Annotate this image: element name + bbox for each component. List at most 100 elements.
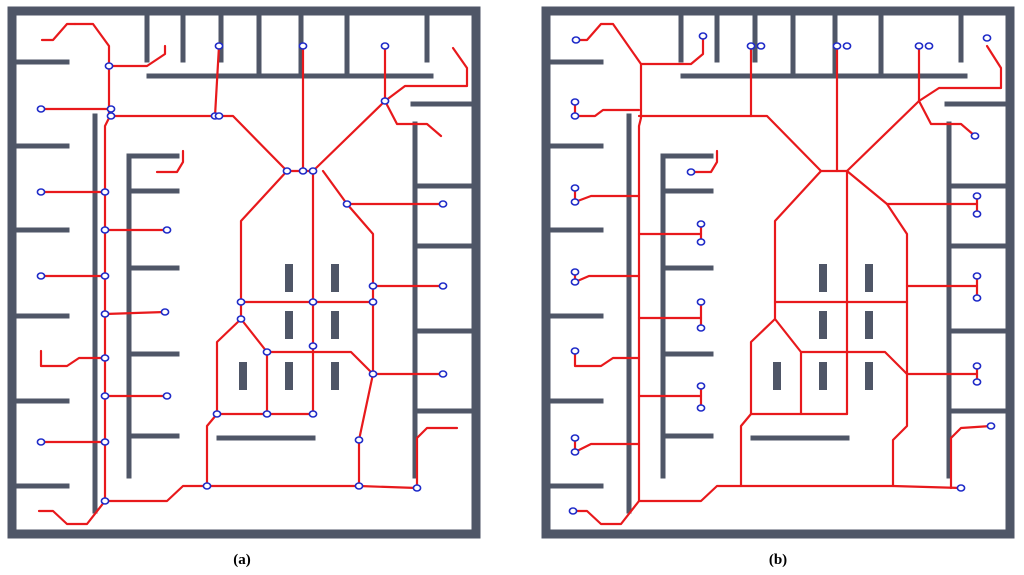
waypoint-node — [438, 282, 448, 290]
waypoint-node — [36, 188, 46, 196]
path-segment — [321, 169, 375, 376]
waypoint-node — [571, 36, 581, 44]
path-segment — [689, 149, 719, 174]
waypoint-node — [236, 315, 246, 323]
waypoint-node — [570, 198, 580, 206]
waypoint-node — [380, 42, 390, 50]
path-segment — [213, 44, 221, 118]
waypoint-node — [696, 298, 706, 306]
waypoint-node — [368, 370, 378, 378]
path-segment — [107, 44, 167, 68]
path-segment — [155, 149, 185, 174]
waypoint-node — [570, 112, 580, 120]
panel-b-caption: (b) — [768, 552, 788, 568]
path-segment — [573, 349, 641, 368]
waypoint-node — [570, 268, 580, 276]
waypoint-node — [686, 168, 696, 176]
path-segment — [205, 412, 219, 488]
waypoint-node — [570, 184, 580, 192]
waypoint-node — [972, 192, 982, 200]
waypoint-node — [100, 438, 110, 446]
waypoint-node — [106, 112, 116, 120]
path-segment — [215, 300, 315, 416]
waypoint-node — [214, 42, 224, 50]
waypoint-node — [354, 482, 364, 490]
floorplan-panel-b — [541, 6, 1015, 539]
path-segment — [845, 169, 909, 376]
outer-wall — [7, 6, 481, 539]
walls-b — [541, 6, 1015, 539]
waypoint-node — [298, 42, 308, 50]
path-segment — [637, 384, 703, 398]
path-segment — [573, 436, 641, 454]
pillar-block — [331, 264, 339, 292]
waypoint-node — [972, 378, 982, 386]
waypoint-node — [696, 238, 706, 246]
path-segment — [573, 270, 641, 284]
path-segment — [637, 222, 703, 236]
waypoint-node — [160, 308, 170, 316]
nodes-a — [36, 42, 448, 505]
waypoint-node — [368, 282, 378, 290]
waypoint-node — [36, 272, 46, 280]
pillar-block — [239, 362, 247, 390]
path-segment — [40, 22, 77, 42]
pillar-block — [865, 264, 873, 292]
waypoint-node — [696, 382, 706, 390]
waypoint-node — [262, 348, 272, 356]
waypoint-node — [162, 392, 172, 400]
waypoint-node — [986, 422, 996, 430]
waypoint-node — [236, 298, 246, 306]
path-segment — [573, 186, 641, 204]
routes-b — [571, 22, 1003, 526]
waypoint-node — [308, 298, 318, 306]
waypoint-node — [972, 272, 982, 280]
path-segment — [239, 169, 375, 304]
waypoint-node — [100, 392, 110, 400]
pillar-block — [865, 362, 873, 390]
path-segment — [637, 484, 963, 503]
path-segment — [835, 44, 921, 173]
floorplan-b-drawing — [541, 6, 1015, 539]
waypoint-node — [570, 448, 580, 456]
outer-wall — [541, 6, 1015, 539]
path-segment — [37, 22, 111, 526]
waypoint-node — [104, 62, 114, 70]
pillar-block — [819, 264, 827, 292]
floorplan-a-drawing — [7, 6, 481, 539]
waypoint-node — [972, 294, 982, 302]
waypoint-node — [212, 410, 222, 418]
waypoint-node — [832, 42, 842, 50]
waypoint-node — [354, 436, 364, 444]
waypoint-node — [412, 484, 422, 492]
waypoint-node — [956, 484, 966, 492]
waypoint-node — [100, 354, 110, 362]
waypoint-node — [262, 410, 272, 418]
path-segment — [637, 300, 703, 320]
waypoint-node — [36, 438, 46, 446]
waypoint-node — [100, 226, 110, 234]
path-segment — [905, 274, 979, 288]
waypoint-node — [282, 167, 292, 175]
waypoint-node — [746, 42, 756, 50]
waypoint-node — [368, 298, 378, 306]
waypoint-node — [570, 434, 580, 442]
path-segment — [799, 350, 909, 376]
waypoint-node — [970, 132, 980, 140]
path-segment — [949, 424, 993, 490]
path-segment — [573, 100, 641, 118]
waypoint-node — [380, 97, 390, 105]
waypoint-node — [100, 310, 110, 318]
path-segment — [739, 412, 753, 488]
waypoint-node — [298, 167, 308, 175]
path-segment — [383, 99, 443, 138]
waypoint-node — [100, 188, 110, 196]
path-segment — [773, 169, 909, 304]
waypoint-node — [842, 42, 852, 50]
path-segment — [917, 99, 977, 138]
waypoint-node — [308, 167, 318, 175]
waypoint-node — [698, 32, 708, 40]
waypoint-node — [570, 278, 580, 286]
path-segment — [905, 364, 979, 376]
pillar-block — [819, 311, 827, 339]
